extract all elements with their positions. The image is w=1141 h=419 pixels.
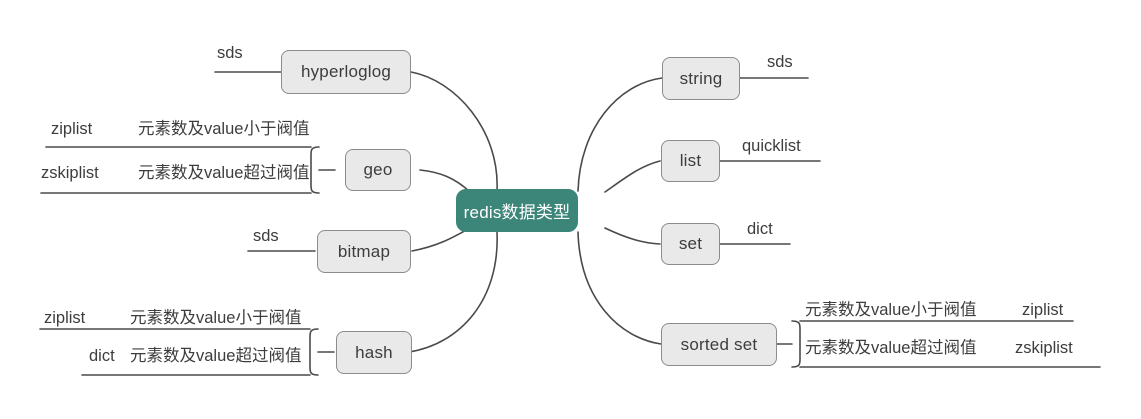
leaf-detail-hash-ziplist: 元素数及value小于阀值 xyxy=(130,309,302,327)
leaf-label-geo-ziplist: ziplist xyxy=(51,120,93,138)
leaf-label-bitmap-sds: sds xyxy=(253,227,279,245)
leaf-detail-sortedset-zskiplist: 元素数及value超过阀值 xyxy=(805,339,977,357)
branch-node-hash[interactable]: hash xyxy=(336,331,412,374)
root-node-redis-data-types[interactable]: redis数据类型 xyxy=(456,189,578,232)
leaf-detail-geo-ziplist: 元素数及value小于阀值 xyxy=(138,120,310,138)
leaf-label-hash-dict: dict xyxy=(89,347,115,365)
leaf-bracket-geo xyxy=(310,146,320,194)
leaf-detail-sortedset-ziplist: 元素数及value小于阀值 xyxy=(805,301,977,319)
root-node-label: redis数据类型 xyxy=(463,203,571,222)
link-root-hyperloglog xyxy=(410,71,498,192)
branch-node-set[interactable]: set xyxy=(661,223,720,265)
branch-node-label: hash xyxy=(355,342,393,362)
leaf-bracket-hash xyxy=(309,328,319,376)
branch-node-hyperloglog[interactable]: hyperloglog xyxy=(281,50,411,94)
branch-node-label: bitmap xyxy=(337,241,391,261)
leaf-label-string-sds: sds xyxy=(767,53,793,71)
branch-node-label: string xyxy=(679,68,723,88)
leaf-bracket-sortedset xyxy=(791,320,801,368)
branch-node-label: hyperloglog xyxy=(300,62,392,81)
branch-node-label: list xyxy=(679,151,702,170)
branch-node-label: geo xyxy=(363,160,393,179)
link-root-set xyxy=(604,227,661,245)
leaf-label-hyperloglog-sds: sds xyxy=(217,44,243,62)
branch-node-label: set xyxy=(678,234,703,253)
branch-node-sorted-set[interactable]: sorted set xyxy=(661,323,777,366)
link-root-list xyxy=(604,160,661,193)
leaf-label-hash-ziplist: ziplist xyxy=(44,309,86,327)
branch-node-string[interactable]: string xyxy=(662,57,740,100)
link-root-bitmap xyxy=(411,227,471,252)
branch-node-list[interactable]: list xyxy=(661,140,720,182)
leaf-label-set-dict: dict xyxy=(747,220,773,238)
leaf-label-sortedset-ziplist: ziplist xyxy=(1022,301,1064,319)
link-root-string xyxy=(577,77,663,192)
link-root-hash xyxy=(408,231,498,353)
leaf-label-sortedset-zskiplist: zskiplist xyxy=(1015,339,1073,357)
link-root-sortedset xyxy=(577,231,662,345)
leaf-detail-hash-dict: 元素数及value超过阀值 xyxy=(130,347,302,365)
leaf-detail-geo-zskiplist: 元素数及value超过阀值 xyxy=(138,164,310,182)
branch-node-bitmap[interactable]: bitmap xyxy=(317,230,411,273)
branch-node-label: sorted set xyxy=(680,334,758,354)
leaf-label-geo-zskiplist: zskiplist xyxy=(41,164,99,182)
branch-node-geo[interactable]: geo xyxy=(345,149,411,191)
leaf-label-list-quicklist: quicklist xyxy=(742,137,801,155)
